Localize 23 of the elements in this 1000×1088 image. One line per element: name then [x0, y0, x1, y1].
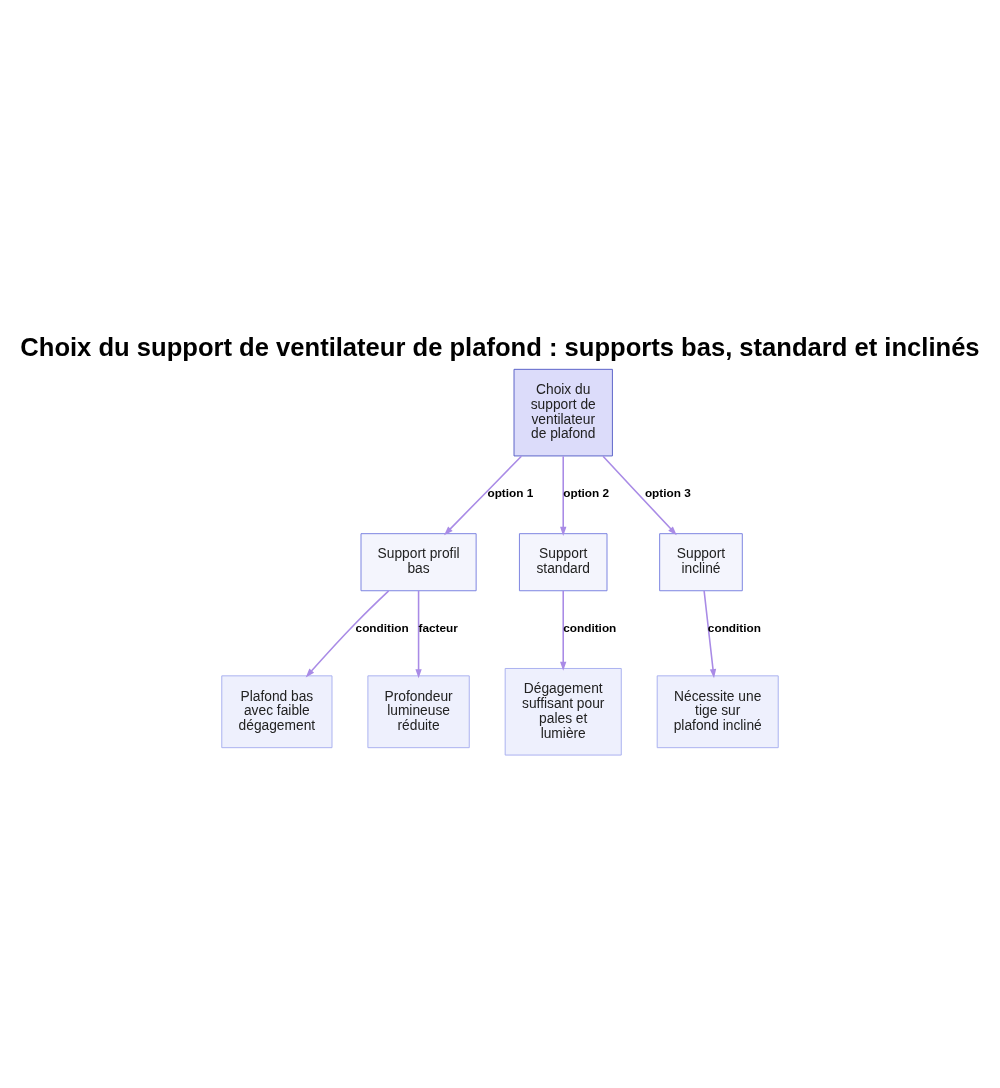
node-box: Support standard: [518, 533, 608, 592]
node-box: Profondeur lumineuse réduite: [367, 675, 470, 749]
node-box: Choix du support de ventilateur de plafond: [513, 368, 613, 457]
edge-label: facteur: [418, 620, 458, 635]
node-box: Nécessite une tige sur plafond incliné: [656, 675, 779, 749]
arrow: [560, 455, 567, 536]
node-box: Dégagement suffisant pour pales et lumière: [504, 668, 622, 756]
edge-label: option 2: [563, 485, 610, 500]
arrow: [444, 455, 523, 536]
arrow: [602, 455, 677, 536]
arrow: [305, 590, 390, 678]
arrow: [415, 590, 422, 679]
node-box: Support profil bas: [360, 533, 477, 592]
edge-label: condition: [355, 620, 409, 635]
arrow: [560, 590, 567, 671]
node-box: Plafond bas avec faible dégagement: [221, 675, 333, 749]
arrow: [703, 590, 717, 679]
edge-label: condition: [563, 620, 617, 635]
node-box: Support incliné: [659, 533, 743, 592]
edge-label: condition: [707, 620, 761, 635]
diagram-title: Choix du support de ventilateur de plafond : supports bas, standard et inclinés: [20, 333, 980, 362]
edge-label: option 3: [644, 485, 691, 500]
edge-label: option 1: [487, 485, 534, 500]
